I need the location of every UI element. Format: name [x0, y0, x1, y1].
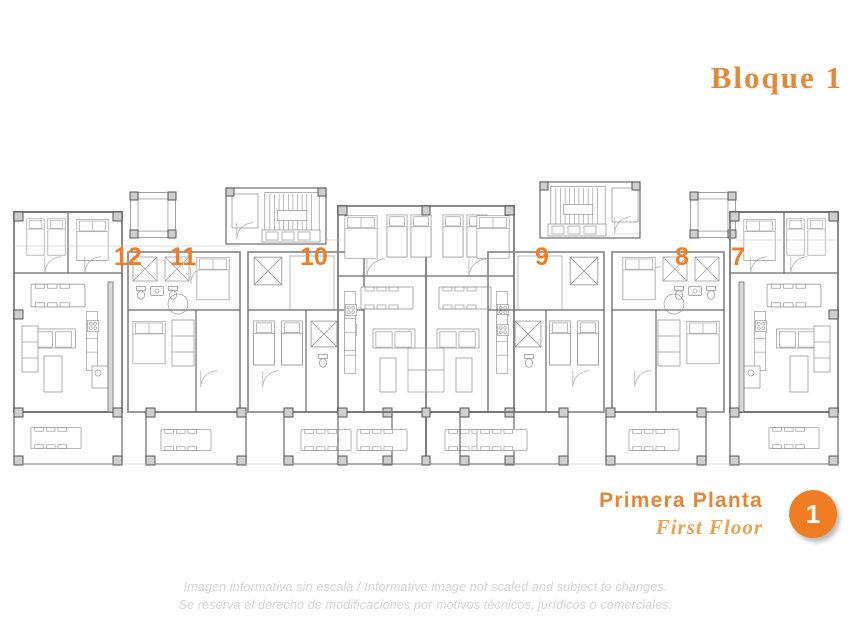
floor-plan-svg: .w { fill:none; stroke:#6b6b6b; stroke-w… — [13, 181, 839, 466]
plan-unit-8 — [605, 251, 725, 466]
unit-label-12: 12 — [114, 243, 142, 271]
floor-label-es: Primera Planta — [599, 489, 763, 512]
floor-caption: Primera Planta First Floor — [599, 488, 763, 541]
unit-label-8: 8 — [675, 243, 689, 271]
disclaimer-line-1: Imagen informativa sin escala / Informat… — [183, 580, 668, 594]
floor-number-value: 1 — [805, 498, 821, 529]
plan-lift-right — [689, 191, 737, 239]
disclaimer: Imagen informativa sin escala / Informat… — [0, 578, 851, 614]
disclaimer-line-2: Se reserva el derecho de modificaciones … — [178, 598, 673, 613]
floor-number-badge: 1 — [789, 490, 837, 538]
plan-left-wing — [13, 211, 123, 466]
unit-label-7: 7 — [731, 243, 745, 271]
plan-corridor-lines — [14, 233, 838, 465]
plan-unit-9 — [459, 251, 605, 466]
plan-right-wing — [729, 211, 839, 466]
plan-stair-left — [225, 187, 327, 245]
plan-unit-11 — [127, 251, 247, 466]
block-title: Bloque 1 — [710, 60, 843, 95]
unit-label-9: 9 — [535, 243, 549, 271]
plan-lift-left — [129, 191, 177, 239]
floor-label-en: First Floor — [655, 515, 763, 540]
unit-label-11: 11 — [170, 243, 197, 271]
floor-plan-drawing: .w { fill:none; stroke:#6b6b6b; stroke-w… — [0, 170, 851, 470]
unit-label-10: 10 — [300, 243, 328, 271]
plan-stair-right — [539, 181, 641, 239]
